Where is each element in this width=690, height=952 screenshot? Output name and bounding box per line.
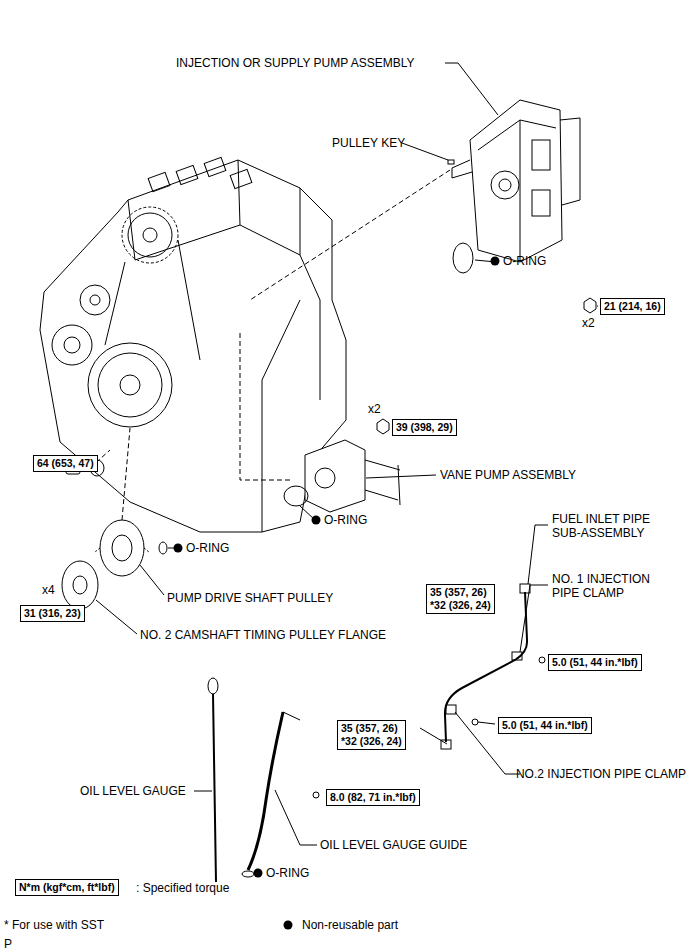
part-label: O-RING: [324, 513, 367, 527]
torque-value: *32 (326, 24): [430, 599, 491, 612]
part-label: x4: [42, 583, 55, 597]
torque-value: *32 (326, 24): [341, 735, 402, 748]
part-label: x2: [582, 316, 595, 330]
part-label: INJECTION OR SUPPLY PUMP ASSEMBLY: [176, 56, 415, 70]
torque-box: N*m (kgf*cm, ft*lbf): [15, 879, 119, 896]
torque-value: 8.0 (82, 71 in.*lbf): [330, 791, 416, 804]
torque-box: 5.0 (51, 44 in.*lbf): [498, 717, 592, 734]
part-label: O-RING: [186, 541, 229, 555]
part-label: : Specified torque: [136, 881, 229, 895]
part-label: * For use with SST: [4, 918, 104, 932]
torque-box: 5.0 (51, 44 in.*lbf): [548, 654, 642, 671]
torque-value: 31 (316, 23): [24, 607, 81, 620]
torque-value: 64 (653, 47): [37, 457, 94, 470]
part-label: VANE PUMP ASSEMBLY: [440, 468, 576, 482]
part-label: FUEL INLET PIPE SUB-ASSEMBLY: [552, 512, 680, 540]
part-label: x2: [368, 402, 381, 416]
torque-box: 35 (357, 26)*32 (326, 24): [426, 584, 495, 614]
torque-value: 35 (357, 26): [430, 586, 491, 599]
part-label: OIL LEVEL GAUGE: [80, 784, 186, 798]
legend-text: Non-reusable part: [302, 918, 398, 932]
part-label: NO. 1 INJECTION PIPE CLAMP: [552, 572, 680, 600]
torque-value: 5.0 (51, 44 in.*lbf): [552, 656, 638, 669]
legend-dot: [282, 919, 296, 931]
torque-box: 64 (653, 47): [33, 455, 98, 472]
legend-row: Non-reusable part: [282, 918, 398, 932]
part-label: PUMP DRIVE SHAFT PULLEY: [167, 591, 333, 605]
torque-value: 35 (357, 26): [341, 722, 402, 735]
part-label: OIL LEVEL GAUGE GUIDE: [320, 838, 467, 852]
part-label: NO.2 INJECTION PIPE CLAMP: [516, 767, 686, 781]
torque-box: 39 (398, 29): [392, 419, 457, 436]
torque-box: 21 (214, 16): [600, 298, 665, 315]
torque-box: 8.0 (82, 71 in.*lbf): [326, 789, 420, 806]
torque-box: 31 (316, 23): [20, 605, 85, 622]
torque-value: 39 (398, 29): [396, 421, 453, 434]
part-label: O-RING: [266, 866, 309, 880]
torque-value: 21 (214, 16): [604, 300, 661, 313]
part-label: P: [4, 937, 12, 951]
torque-box: 35 (357, 26)*32 (326, 24): [337, 720, 406, 750]
part-label: NO. 2 CAMSHAFT TIMING PULLEY FLANGE: [140, 628, 386, 642]
part-label: O-RING: [503, 254, 546, 268]
torque-value: 5.0 (51, 44 in.*lbf): [502, 719, 588, 732]
part-label: PULLEY KEY: [332, 136, 405, 150]
torque-value: N*m (kgf*cm, ft*lbf): [19, 881, 115, 894]
